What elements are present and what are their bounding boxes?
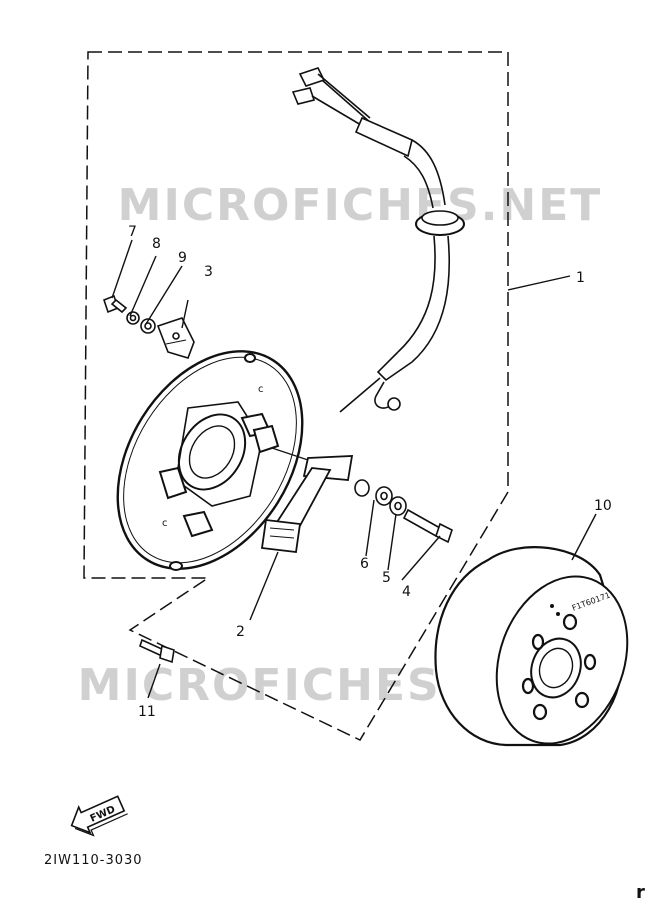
svg-text:c: c [162, 518, 168, 529]
assembly-boundary [83, 51, 509, 741]
callout-8: 8 [152, 236, 161, 252]
screw-washer-set-left [103, 294, 195, 359]
callout-5: 5 [382, 570, 391, 586]
callout-10: 10 [594, 498, 612, 514]
screw-11 [139, 638, 175, 664]
stator-plate: c c [116, 350, 304, 571]
callout-9: 9 [178, 250, 187, 266]
callout-2: 2 [236, 624, 245, 640]
part-code: 2IW110-3030 [44, 853, 143, 868]
callout-6: 6 [360, 556, 369, 572]
flywheel-rotor [434, 546, 629, 747]
watermark-top: MICROFICHES.NET [118, 180, 603, 231]
wire-harness [291, 67, 465, 413]
callout-labels: 1 2 3 4 5 6 7 8 9 10 11 [128, 224, 612, 720]
callout-7: 7 [128, 224, 137, 240]
bolt-washer-set-right [354, 479, 453, 544]
svg-text:c: c [258, 384, 264, 395]
callout-3: 3 [204, 264, 213, 280]
callout-11: 11 [138, 704, 156, 720]
callout-4: 4 [402, 584, 411, 600]
fwd-arrow-icon: FWD [70, 795, 128, 837]
leader-lines [111, 239, 597, 699]
callout-1: 1 [576, 270, 585, 286]
corner-mark: r [636, 882, 645, 900]
pulser-coil [260, 447, 354, 553]
